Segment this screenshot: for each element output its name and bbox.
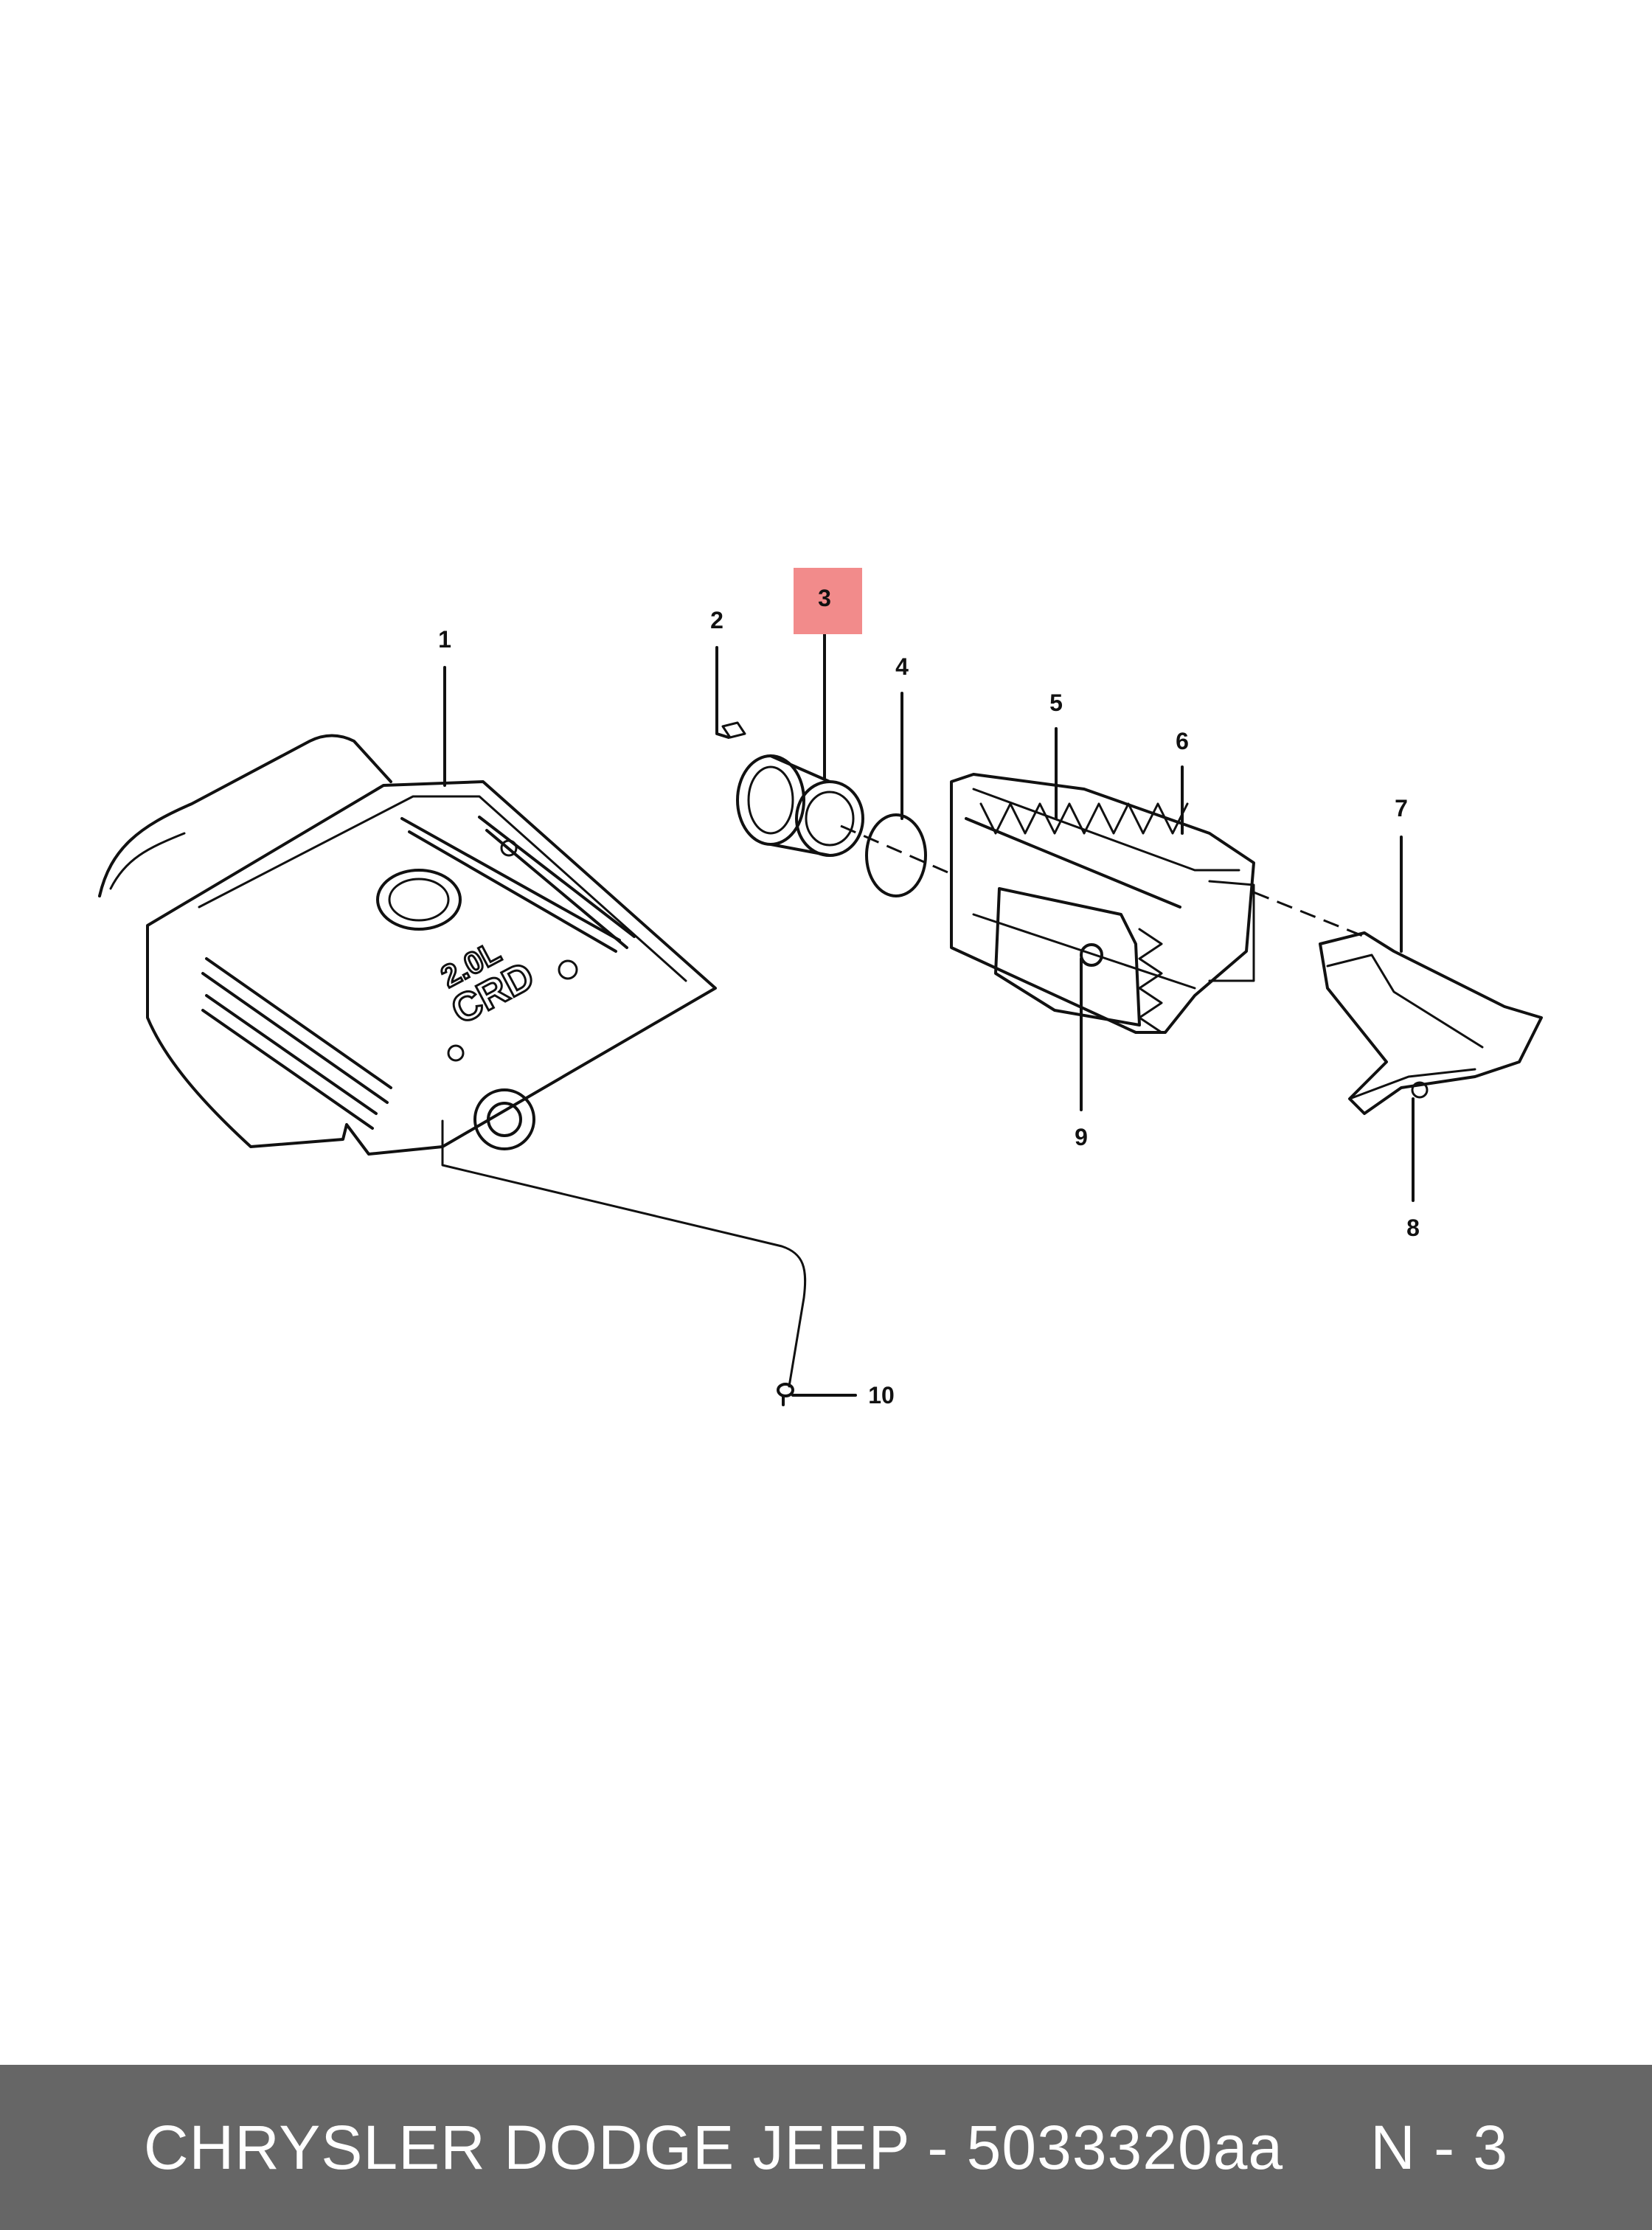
footer-bar: CHRYSLER DODGE JEEP - 5033320aa N - 3 xyxy=(0,2065,1652,2230)
inlet-duct-drawing xyxy=(1319,931,1543,1115)
callout-4: 4 xyxy=(895,653,909,680)
footer-page-text: N - 3 xyxy=(1370,2112,1509,2182)
assembly-line-b xyxy=(1253,891,1365,938)
o-ring-drawing xyxy=(865,813,927,897)
assembly-line-a xyxy=(840,824,952,875)
callout-3: 3 xyxy=(818,585,831,611)
highlight-box-3 xyxy=(794,568,862,634)
callout-2: 2 xyxy=(710,607,723,633)
callout-7: 7 xyxy=(1395,795,1408,822)
callout-9: 9 xyxy=(1075,1124,1088,1150)
callout-1: 1 xyxy=(438,626,451,653)
leader-line-2 xyxy=(715,646,730,739)
engine-cover-drawing: 2.0L CRD xyxy=(98,734,807,1388)
callout-6: 6 xyxy=(1176,728,1189,754)
air-cleaner-assembly-drawing xyxy=(950,773,1255,1034)
clamp-drawing xyxy=(721,721,746,739)
screw-drawing xyxy=(777,1383,794,1406)
callout-5: 5 xyxy=(1049,690,1063,716)
footer-part-text: CHRYSLER DODGE JEEP - 5033320aa xyxy=(143,2112,1284,2182)
parts-diagram: 2.0L CRD xyxy=(98,568,1543,1408)
callout-8: 8 xyxy=(1406,1215,1420,1241)
duct-clamp-drawing xyxy=(736,754,864,857)
callout-10: 10 xyxy=(868,1382,895,1408)
